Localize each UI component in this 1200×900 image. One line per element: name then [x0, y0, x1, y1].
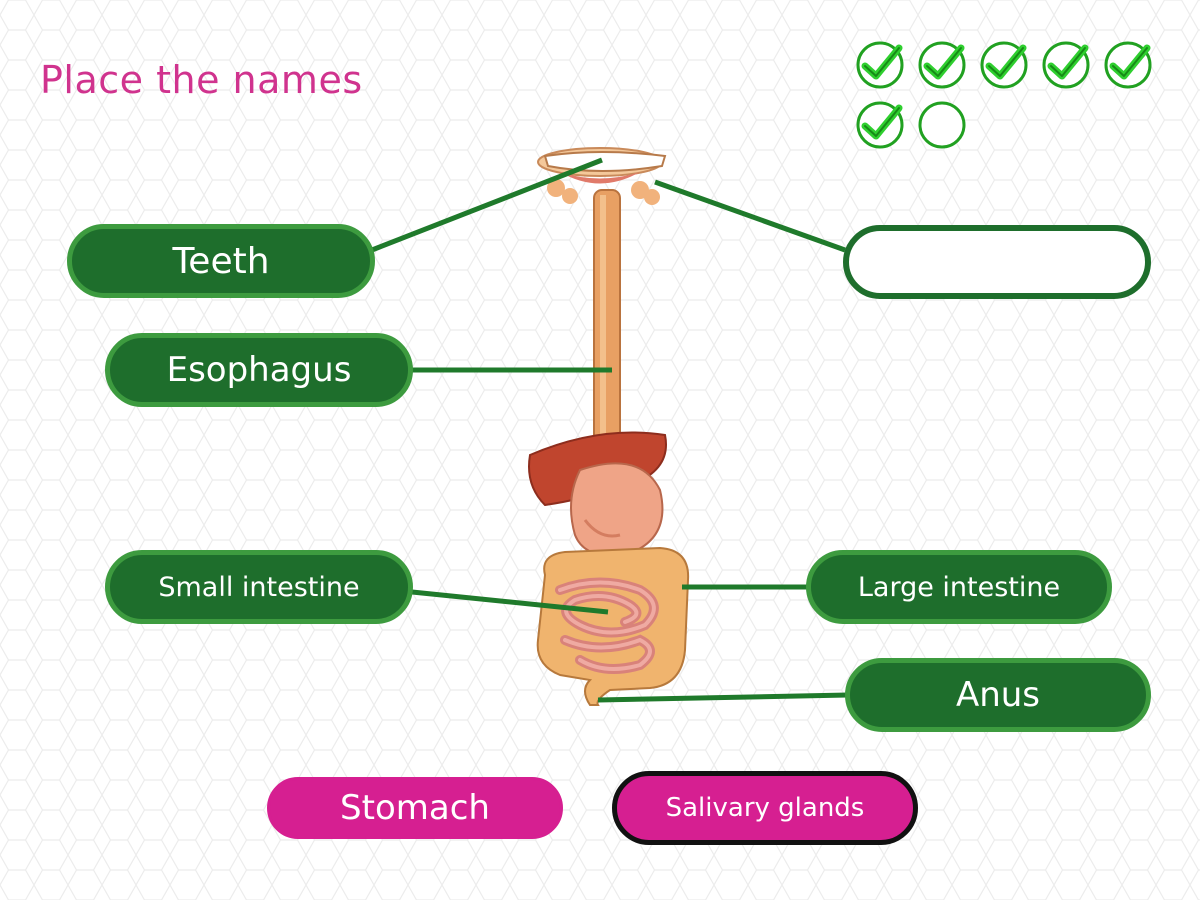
choice-salivary-glands[interactable]: Salivary glands: [612, 771, 918, 845]
label-large-intestine[interactable]: Large intestine: [806, 550, 1112, 624]
label-anus-text: Anus: [955, 675, 1041, 715]
connector-teeth: [371, 157, 603, 253]
label-small-intestine[interactable]: Small intestine: [105, 550, 413, 624]
check-circle-icon: [918, 41, 966, 89]
label-anus[interactable]: Anus: [845, 658, 1151, 732]
label-esophagus-text: Esophagus: [166, 350, 352, 390]
progress-indicator: [855, 40, 1175, 160]
connector-anus: [597, 692, 849, 703]
check-circle-icon: [1104, 41, 1152, 89]
label-large-intestine-text: Large intestine: [857, 571, 1061, 603]
label-teeth-text: Teeth: [172, 240, 270, 282]
check-circle-icon: [1042, 41, 1090, 89]
label-small-intestine-text: Small intestine: [158, 571, 360, 603]
choice-salivary-glands-text: Salivary glands: [665, 793, 865, 823]
check-circle-icon: [980, 41, 1028, 89]
label-esophagus[interactable]: Esophagus: [105, 333, 413, 407]
connector-small-intestine: [411, 589, 609, 615]
choice-stomach-text: Stomach: [340, 788, 490, 828]
empty-circle-icon: [918, 101, 966, 149]
label-teeth[interactable]: Teeth: [67, 224, 375, 298]
choice-stomach[interactable]: Stomach: [267, 777, 563, 839]
empty-drop-slot[interactable]: [843, 225, 1151, 299]
connector-empty-slot: [654, 179, 846, 253]
progress-row: [855, 40, 1175, 90]
check-circle-icon: [856, 101, 904, 149]
page-title: Place the names: [40, 58, 363, 102]
progress-row: [855, 100, 1175, 150]
small-intestine-shape: [555, 577, 659, 674]
check-circle-icon: [856, 41, 904, 89]
